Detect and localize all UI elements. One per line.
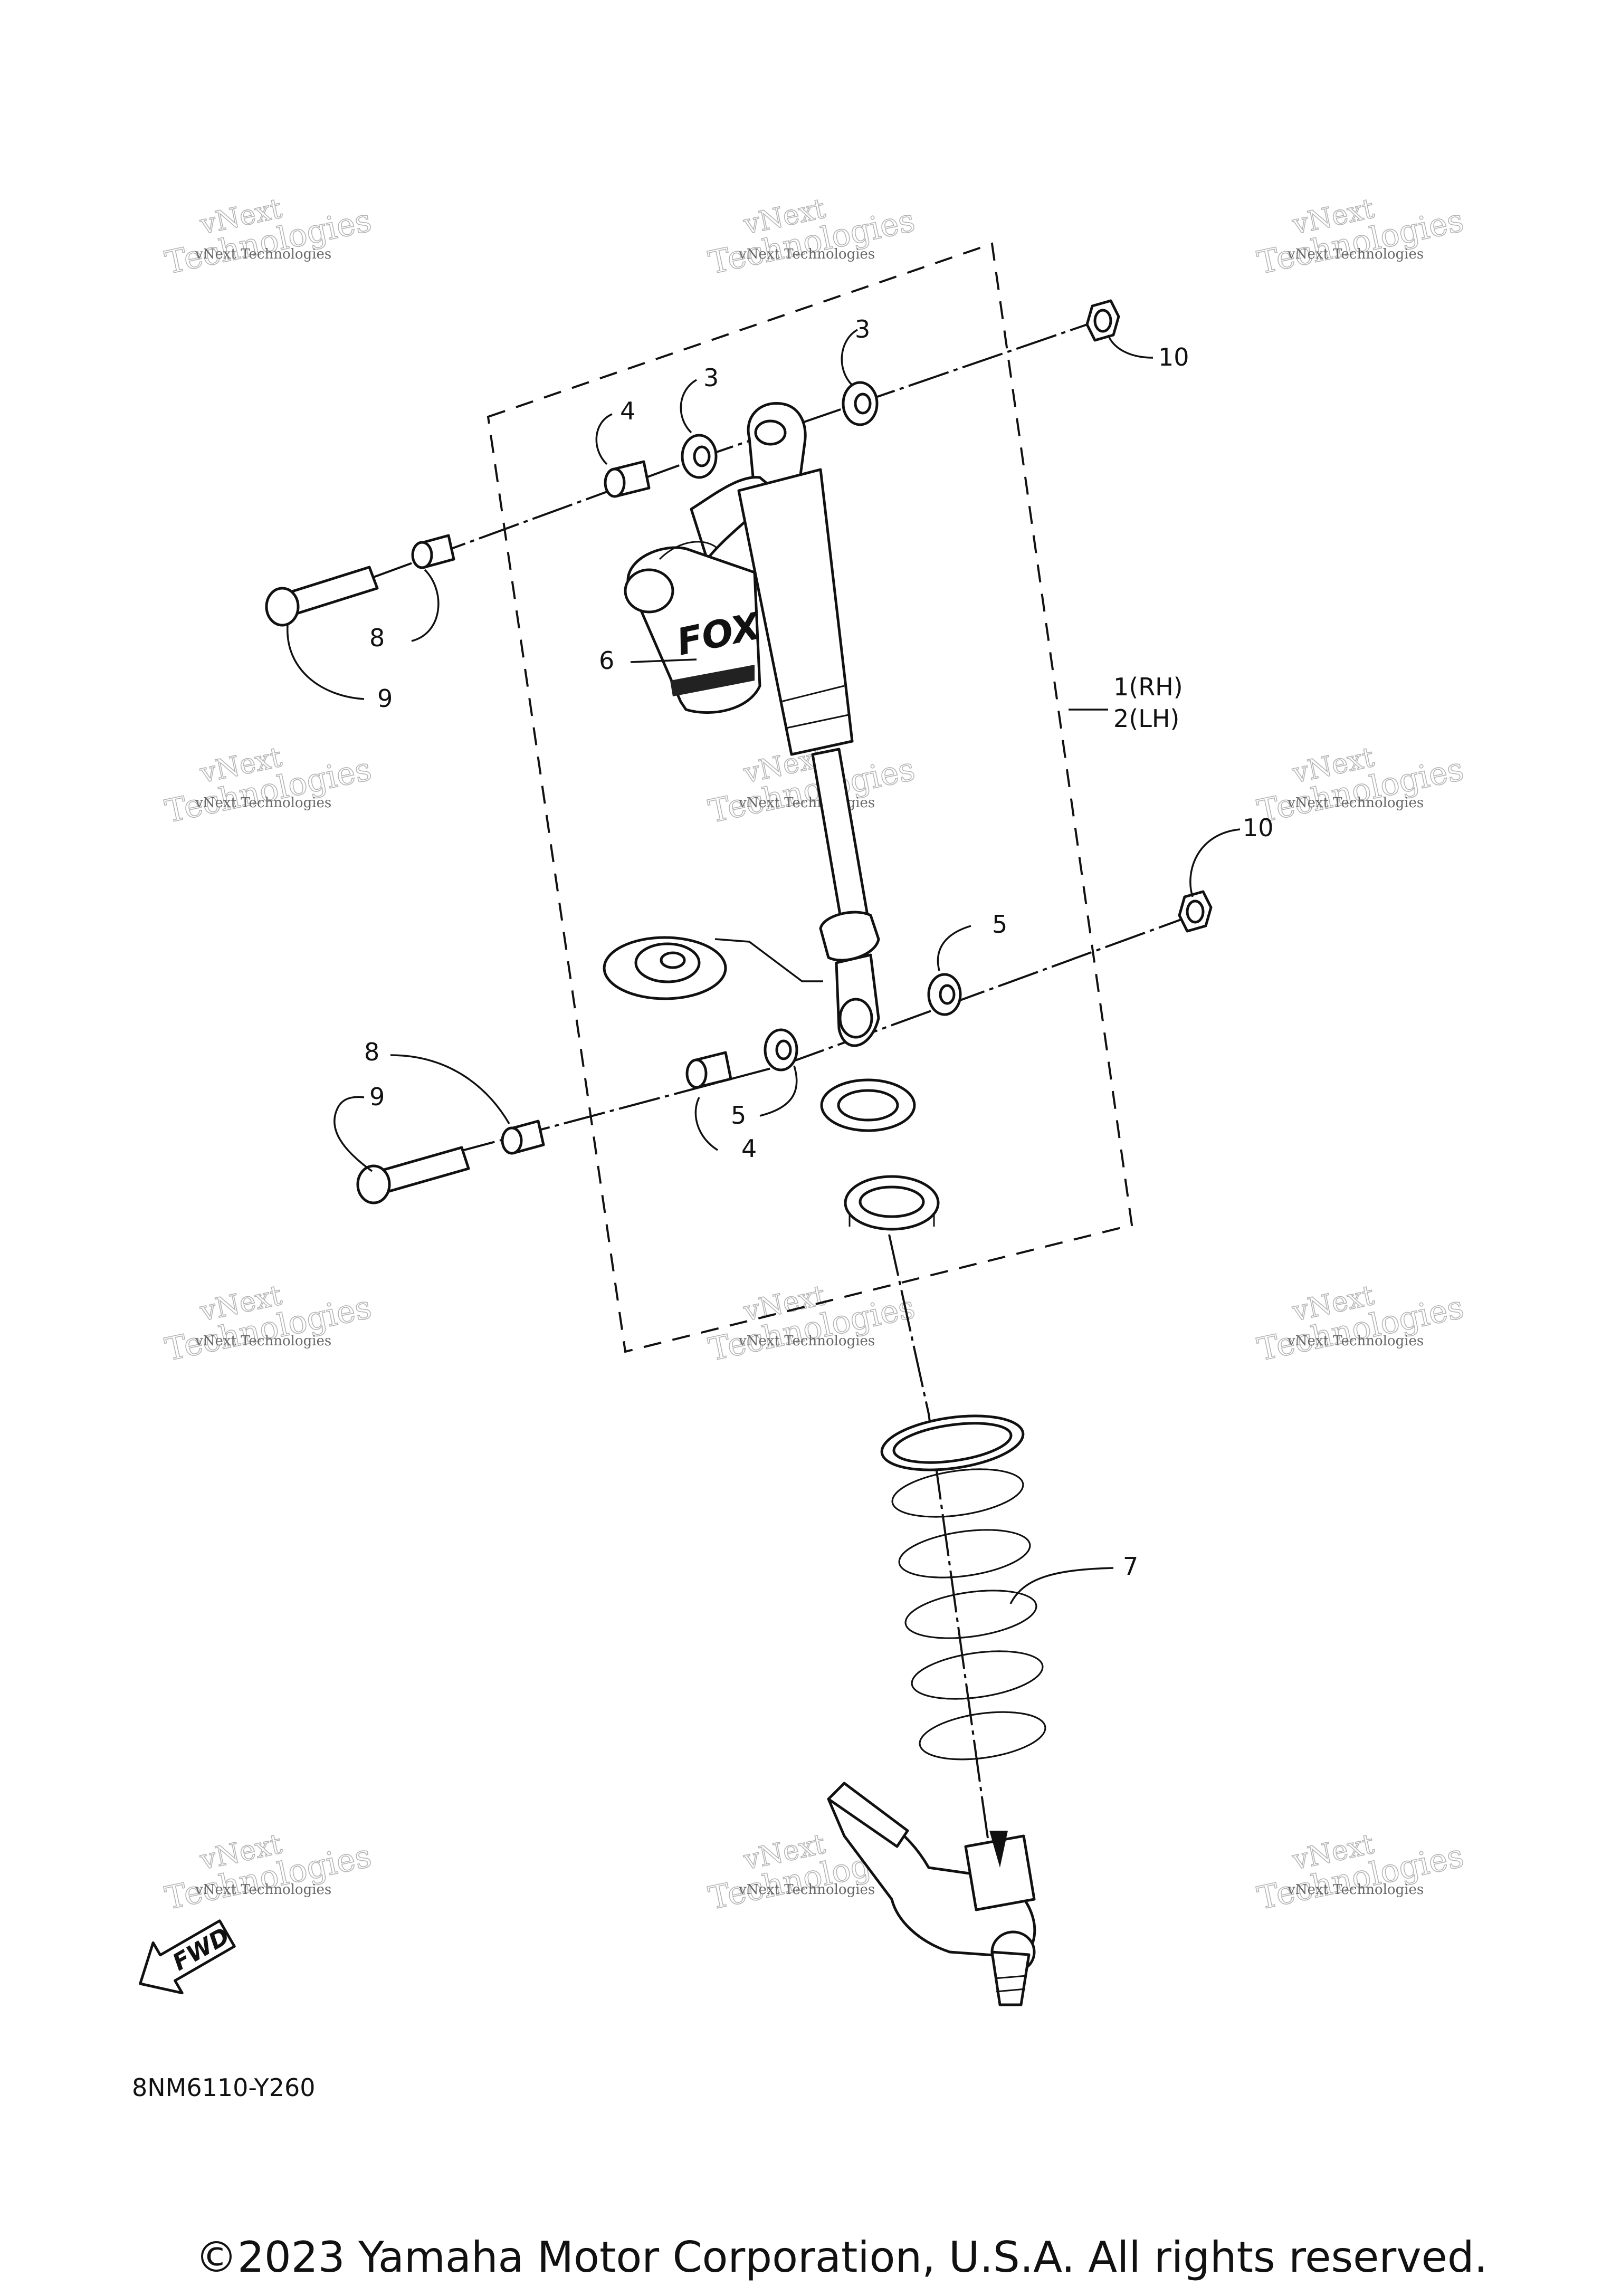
callout-9a: 9 <box>377 684 393 713</box>
svg-text:vNext Technologies: vNext Technologies <box>195 1882 331 1898</box>
upper-mount-axis <box>371 321 1095 579</box>
lower-arm-mount <box>827 1782 1036 2006</box>
callout-5a: 5 <box>731 1101 746 1130</box>
callout-8a: 8 <box>369 624 385 652</box>
svg-text:vNext Technologies: vNext Technologies <box>1287 1333 1424 1349</box>
watermark: vNext Technologies vNext Technologies <box>705 1279 919 1369</box>
svg-text:vNext Technologies: vNext Technologies <box>1287 1882 1424 1898</box>
leader-3b <box>841 329 858 386</box>
bushing-3-left <box>681 434 718 479</box>
svg-text:vNext Technologies: vNext Technologies <box>738 795 875 811</box>
leader-8b <box>390 1054 510 1124</box>
leader-9b <box>333 1096 373 1172</box>
watermark: vNext Technologies vNext Technologies <box>705 193 919 282</box>
callout-9b: 9 <box>369 1083 385 1111</box>
lock-ring-upper <box>820 1078 916 1132</box>
callout-6: 6 <box>599 646 614 675</box>
shock-absorber: FOX <box>624 401 880 1047</box>
collar-8-upper <box>411 534 455 569</box>
bushing-5-left <box>764 1028 798 1072</box>
leader-10a <box>1107 334 1153 359</box>
watermark: vNext Technologies vNext Technologies <box>1254 1828 1467 1918</box>
svg-text:vNext Technologies: vNext Technologies <box>195 246 331 262</box>
svg-text:vNext Technologies: vNext Technologies <box>1287 246 1424 262</box>
watermark: vNext Technologies vNext Technologies <box>161 1828 375 1918</box>
assembly-boundary <box>487 242 1133 1353</box>
leader-9a <box>287 625 365 700</box>
callout-8b: 8 <box>364 1038 379 1066</box>
nut-10-upper <box>1085 299 1120 342</box>
callout-10a: 10 <box>1158 343 1189 371</box>
leader-5a <box>759 1065 798 1117</box>
svg-text:vNext Technologies: vNext Technologies <box>195 795 331 811</box>
fwd-arrow-icon: FWD <box>139 1919 236 1995</box>
callout-2: 2(LH) <box>1113 704 1179 733</box>
watermark: vNext Technologies vNext Technologies <box>161 1279 375 1369</box>
watermark: vNext Technologies vNext Technologies <box>1254 741 1467 831</box>
callout-4a: 4 <box>620 397 635 425</box>
watermark: vNext Technologies vNext Technologies <box>1254 1279 1467 1369</box>
callout-5b: 5 <box>992 910 1007 939</box>
watermark: vNext Technologies vNext Technologies <box>1254 193 1467 282</box>
lower-mount-axis <box>453 914 1193 1154</box>
copyright-notice: ©2023 Yamaha Motor Corporation, U.S.A. A… <box>195 2233 1488 2282</box>
leader-3a <box>680 379 697 434</box>
watermark: vNext Technologies vNext Technologies <box>161 193 375 282</box>
leader-8a <box>411 569 440 642</box>
lock-ring-lower <box>844 1175 940 1231</box>
svg-text:vNext Technologies: vNext Technologies <box>195 1333 331 1349</box>
leader-5b <box>937 925 971 971</box>
callout-10b: 10 <box>1243 814 1274 842</box>
callout-7: 7 <box>1123 1552 1138 1581</box>
leader-7 <box>1009 1567 1114 1604</box>
callout-3b: 3 <box>855 315 870 343</box>
svg-text:vNext Technologies: vNext Technologies <box>738 1882 875 1898</box>
leader-4a <box>595 413 613 465</box>
bolt-9-lower <box>356 1146 470 1204</box>
callout-1: 1(RH) <box>1113 673 1183 701</box>
nut-10-lower <box>1178 890 1213 933</box>
spring-retainer-clip <box>603 936 823 1000</box>
bushing-5-right <box>927 973 962 1016</box>
coil-spring <box>880 1414 1046 1761</box>
callout-4b: 4 <box>741 1134 757 1163</box>
leader-4b <box>694 1097 718 1151</box>
callout-3a: 3 <box>703 363 719 392</box>
bushing-3-right <box>842 381 879 426</box>
collar-8-lower <box>501 1120 545 1155</box>
diagram-code: 8NM6110-Y260 <box>132 2073 316 2102</box>
collar-4-lower <box>685 1051 732 1089</box>
spring-axis <box>888 1234 993 1868</box>
svg-text:vNext Technologies: vNext Technologies <box>738 246 875 262</box>
leader-6 <box>630 658 697 663</box>
watermark: vNext Technologies vNext Technologies <box>161 741 375 831</box>
svg-text:vNext Technologies: vNext Technologies <box>1287 795 1424 811</box>
collar-4-upper <box>604 460 651 498</box>
svg-text:vNext Technologies: vNext Technologies <box>738 1333 875 1349</box>
bolt-9-upper <box>265 566 379 627</box>
leader-10b <box>1189 828 1241 897</box>
